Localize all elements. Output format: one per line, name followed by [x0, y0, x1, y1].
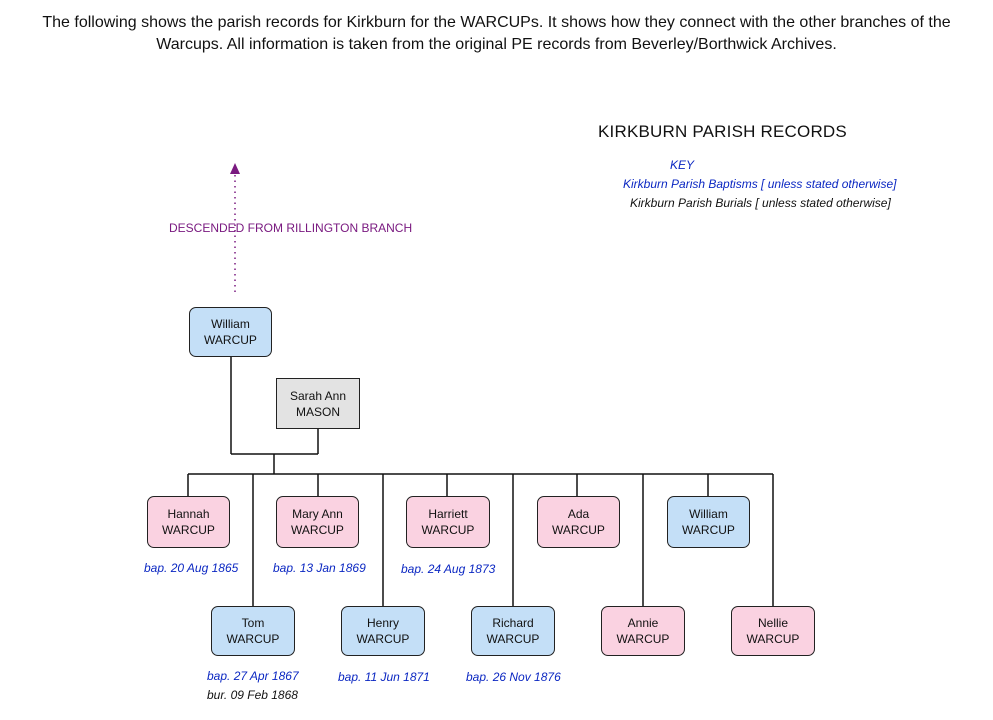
person-surname: WARCUP	[204, 333, 257, 347]
person-child-tom[interactable]: Tom WARCUP	[211, 606, 295, 656]
person-surname: WARCUP	[291, 523, 344, 537]
person-first-name: Richard	[492, 616, 534, 630]
person-surname: WARCUP	[746, 632, 800, 646]
baptism-note-harriett: bap. 24 Aug 1873	[401, 562, 496, 576]
person-first-name: Sarah Ann	[289, 388, 347, 403]
person-surname: WARCUP	[226, 632, 280, 646]
person-first-name: Ada	[567, 507, 590, 521]
person-child-richard[interactable]: Richard WARCUP	[471, 606, 555, 656]
person-surname: WARCUP	[616, 632, 670, 646]
person-first-name: Henry	[366, 616, 399, 630]
key-baptisms: Kirkburn Parish Baptisms [ unless stated…	[623, 177, 897, 191]
person-child-ada[interactable]: Ada WARCUP	[537, 496, 620, 548]
person-surname: WARCUP	[486, 632, 540, 646]
baptism-note-tom: bap. 27 Apr 1867	[207, 669, 299, 683]
person-first-name: Harriett	[428, 507, 468, 521]
person-father[interactable]: William WARCUP	[189, 307, 272, 357]
person-child-annie[interactable]: Annie WARCUP	[601, 606, 685, 656]
person-child-william[interactable]: William WARCUP	[667, 496, 750, 548]
person-surname: WARCUP	[682, 523, 735, 537]
person-surname: WARCUP	[552, 523, 605, 537]
person-first-name: Tom	[241, 616, 265, 630]
person-child-hannah[interactable]: Hannah WARCUP	[147, 496, 230, 548]
person-first-name: Annie	[627, 616, 659, 630]
person-first-name: William	[211, 317, 250, 331]
person-first-name: Mary Ann	[292, 507, 343, 521]
person-surname: MASON	[295, 404, 340, 419]
person-surname: WARCUP	[162, 523, 215, 537]
branch-arrow-head	[230, 163, 240, 174]
person-mother[interactable]: Sarah Ann MASON	[276, 378, 360, 429]
person-child-harriett[interactable]: Harriett WARCUP	[406, 496, 490, 548]
person-first-name: William	[689, 507, 728, 521]
person-first-name: Hannah	[167, 507, 210, 521]
baptism-note-henry: bap. 11 Jun 1871	[338, 670, 430, 684]
person-child-maryann[interactable]: Mary Ann WARCUP	[276, 496, 359, 548]
baptism-note-maryann: bap. 13 Jan 1869	[273, 561, 366, 575]
baptism-note-hannah: bap. 20 Aug 1865	[144, 561, 239, 575]
burial-note-tom: bur. 09 Feb 1868	[207, 688, 298, 702]
person-child-nellie[interactable]: Nellie WARCUP	[731, 606, 815, 656]
page-title: KIRKBURN PARISH RECORDS	[598, 122, 847, 141]
key-burials: Kirkburn Parish Burials [ unless stated …	[630, 196, 891, 210]
baptism-note-richard: bap. 26 Nov 1876	[466, 670, 561, 684]
person-child-henry[interactable]: Henry WARCUP	[341, 606, 425, 656]
person-first-name: Nellie	[757, 616, 788, 630]
intro-text: The following shows the parish records f…	[42, 14, 951, 53]
person-surname: WARCUP	[356, 632, 410, 646]
person-surname: WARCUP	[421, 523, 475, 537]
branch-label: DESCENDED FROM RILLINGTON BRANCH	[169, 221, 413, 235]
key-heading: KEY	[670, 158, 695, 172]
